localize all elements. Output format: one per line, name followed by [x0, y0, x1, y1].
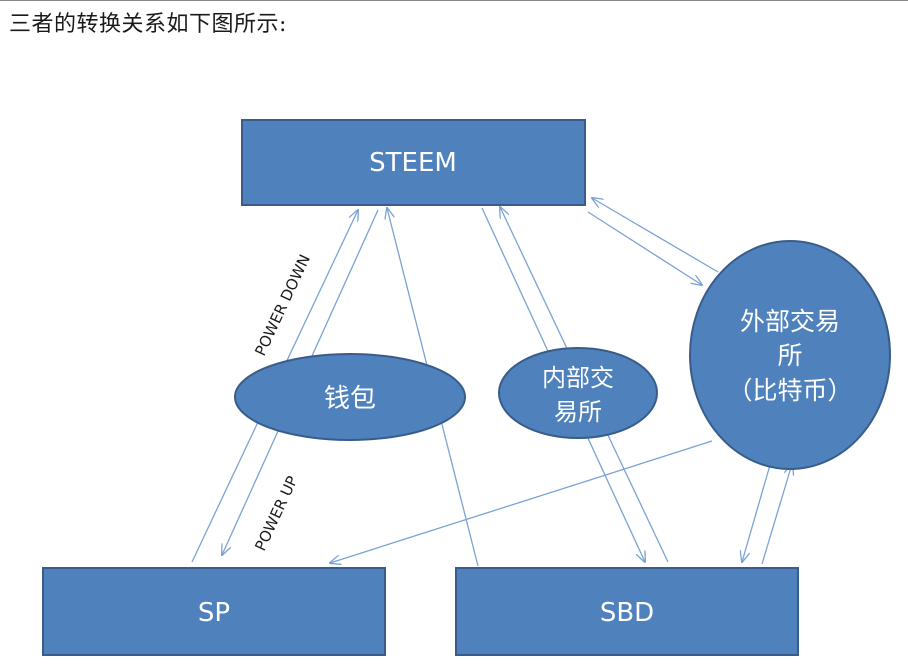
arrow-steem-to-external [587, 211, 702, 285]
steem-label: STEEM [369, 148, 457, 178]
arrow-sbd-to-external [761, 464, 792, 565]
steem-node: STEEM [241, 119, 586, 206]
external-exchange-node: 外部交易 所 （比特币） [689, 240, 891, 470]
power-up-label: POWER UP [251, 473, 301, 553]
wallet-node: 钱包 [234, 353, 466, 441]
internal-exchange-label-line-1: 内部交 [542, 364, 614, 392]
top-divider [0, 0, 908, 1]
sbd-label: SBD [600, 598, 654, 628]
sp-node: SP [42, 567, 386, 656]
arrow-external-to-sbd [742, 464, 771, 562]
sp-label: SP [198, 598, 230, 628]
arrow-external-to-sp [330, 440, 713, 563]
wallet-label: 钱包 [324, 384, 376, 414]
external-exchange-label-line-3: （比特币） [727, 376, 852, 405]
internal-exchange-label-line-2: 易所 [554, 398, 602, 426]
arrows [191, 198, 792, 567]
sbd-node: SBD [455, 567, 799, 656]
external-exchange-label-line-1: 外部交易 [740, 307, 840, 336]
power-down-label: POWER DOWN [251, 252, 314, 359]
internal-exchange-node: 内部交 易所 [498, 347, 658, 439]
external-exchange-label-line-2: 所 [777, 341, 802, 370]
arrow-external-to-steem [592, 198, 719, 273]
page-heading: 三者的转换关系如下图所示: [9, 12, 287, 37]
